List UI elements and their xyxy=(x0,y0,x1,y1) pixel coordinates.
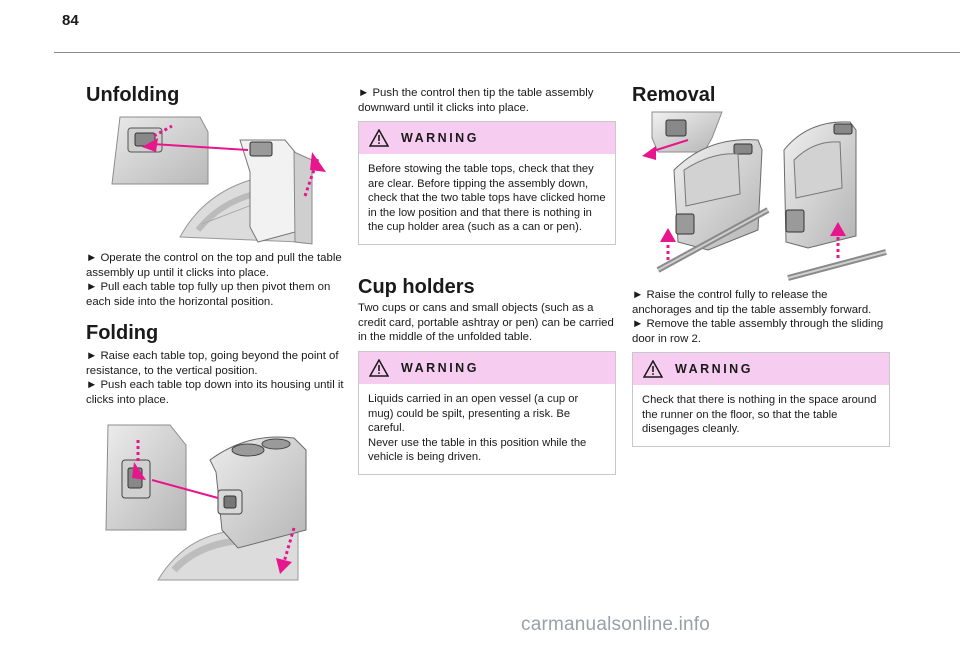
unfolding-illustration xyxy=(111,116,326,245)
folding-steps: ► Raise each table top, going beyond the… xyxy=(86,349,344,407)
warning-box-stowing: WARNING Before stowing the table tops, c… xyxy=(358,121,616,245)
warning-line-2: Never use the table in this position whi… xyxy=(368,436,587,464)
warning-label: WARNING xyxy=(675,362,753,376)
warning-text: Before stowing the table tops, check tha… xyxy=(368,163,606,234)
warning-box-runner: WARNING Check that there is nothing in t… xyxy=(632,352,890,447)
tip-steps: ► Push the control then tip the table as… xyxy=(358,86,616,115)
folding-step-1: ► Raise each table top, going beyond the… xyxy=(86,350,339,377)
warning-text: Check that there is nothing in the space… xyxy=(642,394,877,436)
cup-holders-heading: Cup holders xyxy=(358,276,475,298)
warning-label: WARNING xyxy=(401,131,479,145)
warning-triangle-icon xyxy=(369,359,389,377)
warning-triangle-icon xyxy=(369,129,389,147)
removal-illustration xyxy=(642,111,887,281)
unfolding-step-2: ► Pull each table top fully up then pivo… xyxy=(86,281,331,308)
removal-step-2: ► Remove the table assembly through the … xyxy=(632,318,884,345)
warning-label: WARNING xyxy=(401,361,479,375)
warning-header: WARNING xyxy=(359,122,615,154)
removal-heading: Removal xyxy=(632,84,716,106)
header-rule xyxy=(54,52,960,53)
removal-step-1: ► Raise the control fully to release the… xyxy=(632,289,872,316)
warning-line-1: Liquids carried in an open vessel (a cup… xyxy=(368,393,579,435)
cup-holders-text: Two cups or cans and small objects (such… xyxy=(358,302,614,344)
unfolding-step-1: ► Operate the control on the top and pul… xyxy=(86,252,342,279)
watermark-link[interactable]: carmanualsonline.info xyxy=(521,614,711,635)
unfolding-steps: ► Operate the control on the top and pul… xyxy=(86,251,344,309)
page-number: 84 xyxy=(62,12,79,29)
warning-header: WARNING xyxy=(633,353,889,385)
warning-box-liquids: WARNING Liquids carried in an open vesse… xyxy=(358,351,616,475)
unfolding-heading: Unfolding xyxy=(86,84,180,106)
removal-steps: ► Raise the control fully to release the… xyxy=(632,288,890,346)
warning-header: WARNING xyxy=(359,352,615,384)
folding-heading: Folding xyxy=(86,322,159,344)
folding-step-2: ► Push each table top down into its hous… xyxy=(86,379,344,406)
warning-text: Liquids carried in an open vessel (a cup… xyxy=(359,384,615,474)
folding-illustration xyxy=(105,424,307,581)
tip-step-1: ► Push the control then tip the table as… xyxy=(358,87,594,114)
warning-triangle-icon xyxy=(643,360,663,378)
